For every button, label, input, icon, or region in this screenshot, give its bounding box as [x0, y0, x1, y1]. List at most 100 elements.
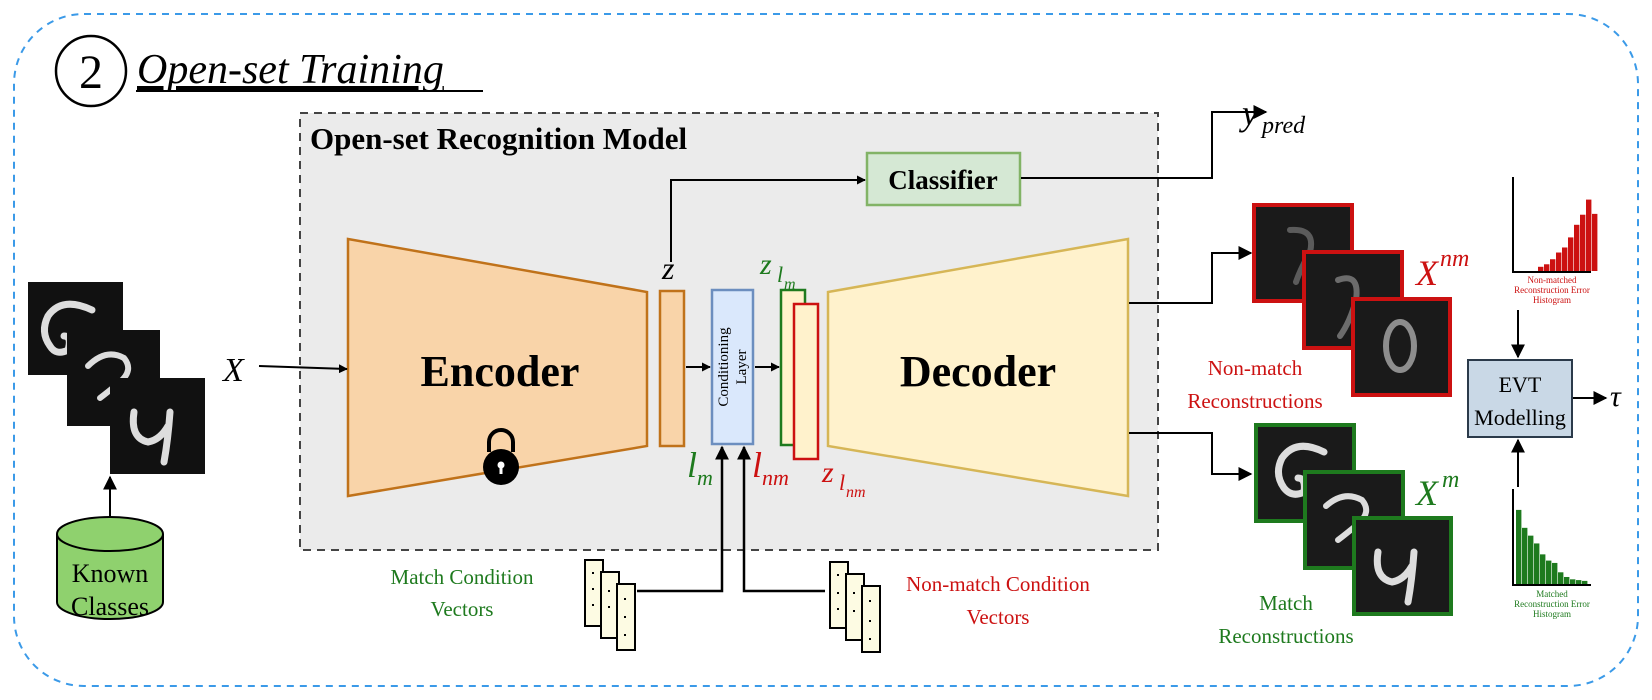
- svg-text:nm: nm: [1440, 246, 1469, 272]
- matched-hist-bar-5: [1546, 560, 1552, 584]
- matched-hist-bar-8: [1564, 576, 1570, 584]
- nonmatched-hist-bar-9: [1592, 213, 1598, 271]
- svg-text:X: X: [1414, 473, 1440, 513]
- svg-text:pred: pred: [1260, 113, 1306, 139]
- encoder-block: [346, 237, 649, 498]
- conditioning-label-2: Layer: [734, 350, 750, 385]
- symbol-x: X: [221, 352, 245, 389]
- matched-hist-bar-4: [1540, 554, 1546, 584]
- matched-histogram: [1512, 489, 1591, 586]
- model-title: Open-set Recognition Model: [310, 121, 688, 156]
- encoder-label: Encoder: [421, 347, 580, 396]
- symbol-l-m: l m: [687, 445, 713, 490]
- symbol-y-pred: y pred: [1239, 93, 1306, 139]
- nonmatch-recon-2: [1351, 297, 1452, 397]
- nonmatch-recon-stack: [1252, 203, 1452, 397]
- classifier-box: [865, 151, 1022, 207]
- svg-text:nm: nm: [846, 484, 866, 501]
- match-vectors-line-2: Vectors: [431, 597, 494, 621]
- matched-hist-bar-1: [1522, 527, 1528, 584]
- nonmatch-vectors-stack-icon: [829, 561, 881, 653]
- hist-matched-line-1: Matched: [1536, 589, 1568, 599]
- match-recon-2: [1352, 516, 1453, 616]
- matched-hist-bar-11: [1582, 580, 1588, 584]
- known-classes-database-icon: [56, 516, 164, 620]
- match-vectors-dots: [592, 572, 626, 636]
- matched-hist-bar-7: [1558, 572, 1564, 584]
- hist-nonmatched-line-1: Non-matched: [1528, 275, 1577, 285]
- matched-hist-bar-2: [1528, 535, 1534, 584]
- svg-text:m: m: [697, 465, 713, 490]
- nonmatched-hist-bar-6: [1574, 224, 1580, 271]
- svg-text:y: y: [1239, 93, 1258, 133]
- matched-hist-bar-10: [1576, 580, 1582, 584]
- arrow-x-encoder: [258, 364, 348, 374]
- section-number-circle: [54, 34, 128, 108]
- symbol-tau: τ: [1610, 380, 1622, 413]
- symbol-x-nm: X nm: [1414, 246, 1469, 293]
- hist-nonmatched-line-2: Reconstruction Error: [1514, 285, 1590, 295]
- nonmatch-vectors-line-2: Vectors: [967, 605, 1030, 629]
- arrow-decoder-nonmatch: [1129, 246, 1253, 304]
- symbol-l-nm: l nm: [752, 445, 789, 490]
- nonmatched-hist-bar-8: [1586, 199, 1592, 271]
- match-recon-line-2: Reconstructions: [1218, 624, 1353, 648]
- matched-hist-bar-6: [1552, 562, 1558, 584]
- hist-matched-line-2: Reconstruction Error: [1514, 599, 1590, 609]
- symbol-z-lnm: z l nm: [821, 456, 866, 501]
- symbol-z: z: [661, 250, 675, 286]
- symbol-z-lm: z l m: [759, 248, 796, 293]
- svg-text:m: m: [784, 276, 796, 293]
- match-vectors-line-1: Match Condition: [391, 565, 534, 589]
- svg-text:l: l: [687, 445, 697, 485]
- match-recon-stack: [1254, 423, 1453, 616]
- latent-z-bar: [658, 289, 686, 448]
- nonmatch-vectors-line-1: Non-match Condition: [906, 572, 1090, 596]
- nonmatched-hist-bar-3: [1556, 252, 1562, 271]
- nonmatched-hist-bar-4: [1562, 247, 1568, 271]
- known-classes-line-1: Known: [72, 559, 149, 588]
- nonmatch-recon-line-1: Non-match: [1208, 356, 1303, 380]
- evt-line-1: EVT: [1499, 372, 1542, 397]
- symbol-x-m: X m: [1414, 467, 1459, 513]
- conditioning-label-1: Conditioning: [716, 327, 732, 407]
- match-recon-line-1: Match: [1259, 591, 1313, 615]
- nonmatched-hist-bar-7: [1580, 214, 1586, 271]
- nonmatched-hist-bar-2: [1550, 259, 1556, 271]
- nonmatched-hist-bar-1: [1544, 264, 1550, 271]
- svg-text:X: X: [1414, 253, 1440, 293]
- nonmatched-histogram: [1512, 177, 1598, 273]
- svg-text:l: l: [777, 262, 783, 287]
- input-digit-4: [110, 378, 205, 474]
- arrow-classifier-ypred: [1021, 105, 1268, 179]
- hist-matched-line-3: Histogram: [1533, 609, 1571, 619]
- hist-nonmatched-line-3: Histogram: [1533, 295, 1571, 305]
- arrow-nonmatch-vectors-lnm: [737, 445, 825, 593]
- nonmatched-hist-bar-0: [1538, 266, 1544, 271]
- nonmatched-hist-bar-5: [1568, 237, 1574, 271]
- evt-modelling-box: [1467, 359, 1573, 438]
- evt-line-2: Modelling: [1474, 405, 1566, 430]
- svg-text:m: m: [1442, 467, 1459, 493]
- outer-dashed-border: [13, 13, 1639, 687]
- known-classes-line-2: Classes: [71, 592, 149, 621]
- decoder-label: Decoder: [900, 347, 1056, 396]
- match-vectors-stack-icon: [584, 559, 636, 651]
- arrow-match-vectors-lm: [637, 445, 729, 593]
- arrow-z-classifier: [670, 175, 866, 262]
- nonmatch-recon-line-2: Reconstructions: [1187, 389, 1322, 413]
- conditioning-layer-box: [710, 288, 755, 446]
- section-number: 2: [79, 46, 103, 99]
- svg-text:l: l: [752, 445, 762, 485]
- lock-icon: [483, 428, 519, 485]
- svg-text:z: z: [821, 456, 834, 489]
- arrow-decoder-match: [1129, 432, 1253, 481]
- section-title: Open-set Training: [137, 47, 444, 93]
- classifier-label: Classifier: [888, 165, 997, 195]
- decoder-block: [826, 237, 1130, 498]
- svg-text:nm: nm: [762, 465, 789, 490]
- matched-hist-bar-9: [1570, 579, 1576, 584]
- svg-text:z: z: [759, 248, 772, 281]
- svg-text:l: l: [839, 470, 845, 495]
